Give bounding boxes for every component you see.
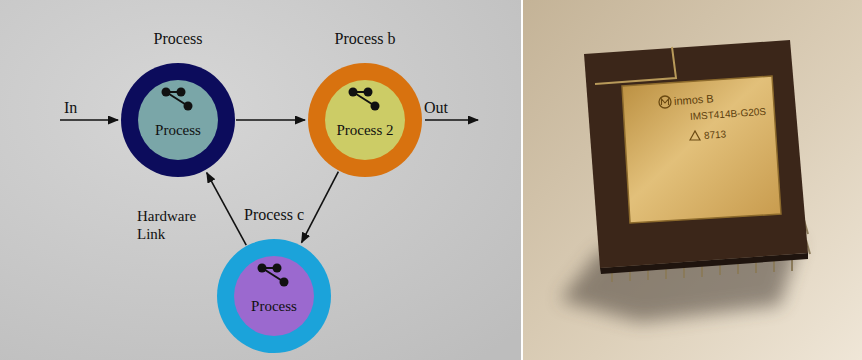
process-ring [121, 63, 235, 177]
process-label: Process 2 [336, 122, 393, 139]
port-label: In [64, 99, 77, 117]
chip-lid [622, 76, 781, 223]
hardware-link [207, 173, 246, 245]
process-core [325, 80, 405, 160]
chip-logo [659, 96, 671, 108]
process-circle [121, 63, 235, 177]
process-node: ProcessProcess [121, 63, 235, 177]
process-heading: Process [154, 30, 203, 48]
process-node: Process cProcess [217, 239, 331, 353]
port-label: Out [424, 99, 448, 117]
process-core [138, 80, 218, 160]
input-arrow [60, 119, 118, 121]
process-ring [308, 63, 422, 177]
process-heading: Process c [244, 206, 304, 224]
chip-orientation-mark [595, 47, 676, 84]
process-node: Process bProcess 2 [308, 63, 422, 177]
chip-logo [662, 99, 669, 105]
chip-marking: inmos B [674, 92, 715, 107]
process-core [234, 256, 314, 336]
process-icon [162, 88, 193, 111]
hardware-link [236, 119, 305, 121]
photo-panel [523, 0, 862, 360]
process-circle [308, 63, 422, 177]
chip-marking: IMST414B-G20S [690, 106, 767, 123]
hardware-link [302, 172, 339, 243]
delta-symbol [690, 131, 700, 140]
process-heading: Process b [335, 30, 396, 48]
process-ring [217, 239, 331, 353]
link-label: Hardware Link [137, 207, 215, 243]
process-label: Process [251, 298, 297, 315]
chip-orientation-mark [676, 42, 790, 78]
process-icon [258, 264, 289, 287]
chip-body [584, 40, 808, 268]
process-icon [349, 88, 380, 111]
diagram-panel [0, 0, 521, 360]
output-arrow [425, 119, 478, 121]
process-circle [217, 239, 331, 353]
process-label: Process [155, 122, 201, 139]
chip-marking: 8713 [704, 128, 727, 141]
